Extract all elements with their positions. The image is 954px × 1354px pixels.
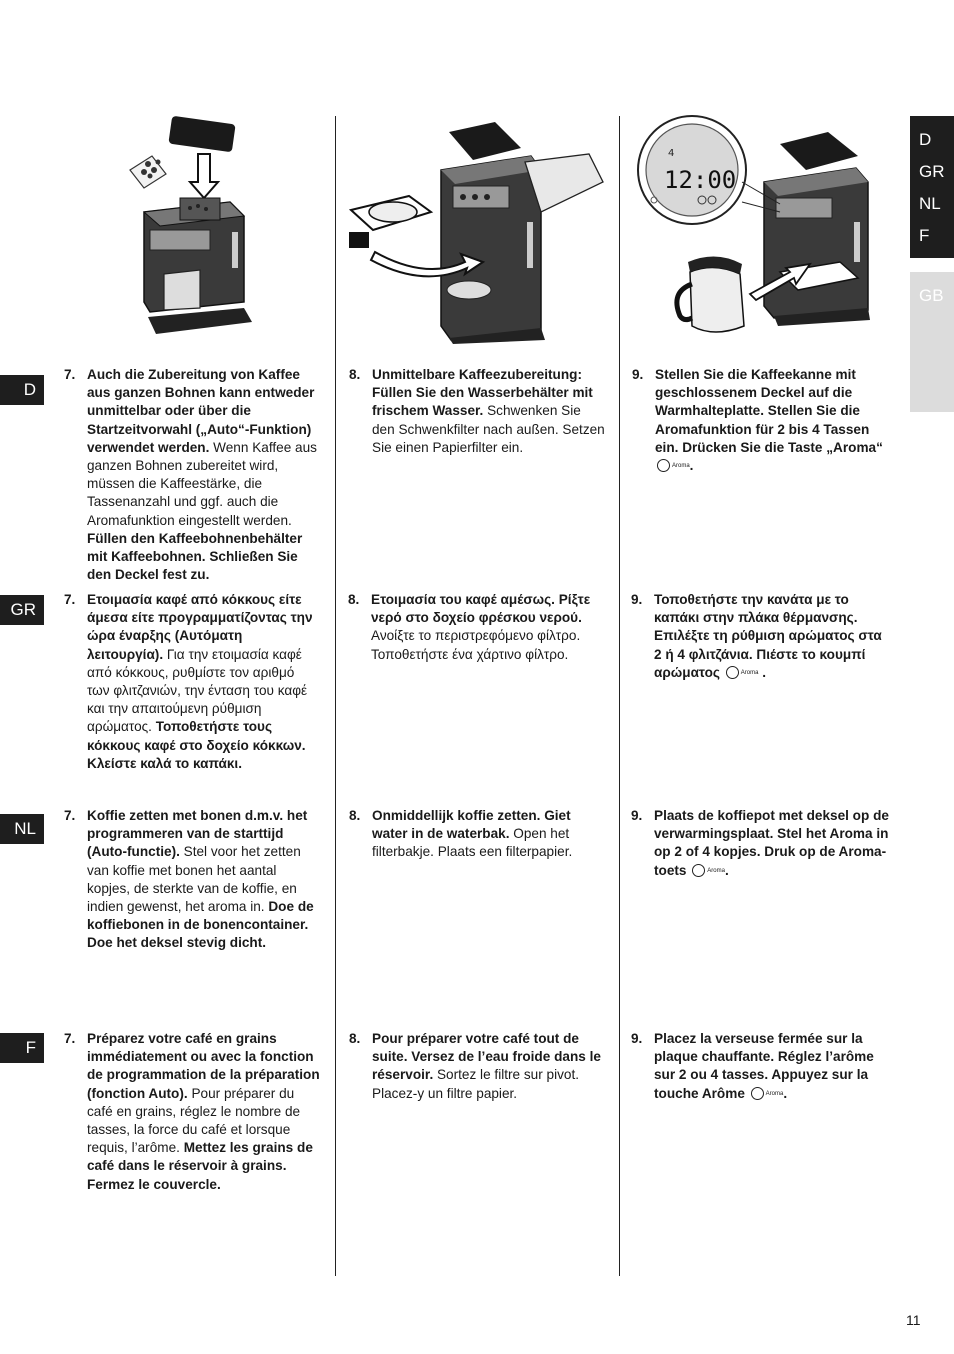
bold-text: Auch die Zubereitung von Kaffee aus ganz… [87, 367, 315, 455]
bold-text: Τοποθετήστε την κανάτα με το καπάκι στην… [654, 592, 882, 680]
regular-text: Open het filterbakje. Plaats een filterp… [372, 826, 573, 860]
bold-text: Füllen den Kaffeebohnenbehälter mit Kaff… [87, 530, 303, 583]
step-text: Koffie zetten met bonen d.m.v. het progr… [87, 807, 322, 953]
regular-text: Sortez le filtre sur pivot. Placez-y un … [372, 1067, 580, 1101]
step-text: Ετοιμασία του καφέ αμέσως. Ρίξτε νερό στ… [371, 591, 600, 664]
step-text: Unmittelbare Kaffeezubereitung: Füllen S… [372, 366, 605, 457]
column-divider-1 [335, 116, 336, 1276]
side-language-tabs: D GR NL F [910, 116, 954, 258]
lang-tab-gr[interactable]: GR [0, 595, 44, 625]
lang-tab-f[interactable]: F [0, 1033, 44, 1063]
column-divider-2 [619, 116, 620, 1276]
illustration-carafe-display: 4 12:00 [630, 112, 890, 344]
aroma-label: Aroma [740, 669, 759, 676]
bold-text: Stellen Sie die Kaffeekanne mit geschlos… [655, 367, 883, 455]
display-and-carafe-icon: 4 12:00 [637, 115, 870, 333]
step-number: 7. [64, 1031, 76, 1046]
step-number: 8. [349, 808, 361, 823]
step-text: Plaats de koffiepot met deksel op de ver… [654, 807, 893, 880]
step-number: 8. [349, 367, 361, 382]
step-text: Placez la verseuse fermée sur la plaque … [654, 1030, 893, 1103]
lcd-time: 12:00 [664, 166, 736, 194]
step-text: Stellen Sie die Kaffeekanne mit geschlos… [655, 366, 894, 475]
bold-text: Ετοιμασία καφέ από κόκκους είτε άμεσα εί… [87, 592, 313, 662]
aroma-label: Aroma [672, 463, 690, 470]
aroma-button-icon: Aroma [749, 1086, 784, 1101]
aroma-button-icon: Aroma [690, 863, 725, 878]
aroma-button-icon: Aroma [655, 458, 690, 473]
bold-text: Onmiddellijk koffie zetten. Giet water i… [372, 808, 571, 842]
step-number: 7. [64, 808, 76, 823]
bold-text: Unmittelbare Kaffeezubereitung: Füllen S… [372, 367, 593, 419]
illustration-water-tank [345, 112, 610, 344]
coffee-maker-beans-icon [129, 116, 252, 334]
side-tab-f[interactable]: F [919, 226, 930, 245]
step-number: 8. [349, 1031, 361, 1046]
bold-text: Τοποθετήστε τους κόκκους καφέ στο δοχείο… [87, 719, 306, 771]
bold-text: Koffie zetten met bonen d.m.v. het progr… [87, 808, 308, 860]
side-tab-gr[interactable]: GR [919, 162, 945, 181]
step-number: 9. [631, 1031, 643, 1046]
step-text: Auch die Zubereitung von Kaffee aus ganz… [87, 366, 320, 584]
side-tab-nl[interactable]: NL [919, 194, 941, 213]
bold-text: . [758, 664, 766, 680]
aroma-label: Aroma [707, 867, 725, 874]
bold-text: Plaats de koffiepot met deksel op de ver… [654, 808, 889, 878]
bold-text: . [724, 862, 729, 878]
bold-text: . [689, 458, 694, 474]
bold-text: . [783, 1085, 788, 1101]
regular-text: Wenn Kaffee aus ganzen Bohnen zubereitet… [87, 439, 317, 528]
step-text: Préparez votre café en grains immédiatem… [87, 1030, 320, 1194]
side-tab-gb[interactable]: GB [919, 286, 944, 305]
step-text: Τοποθετήστε την κανάτα με το καπάκι στην… [654, 591, 893, 682]
step-text: Ετοιμασία καφέ από κόκκους είτε άμεσα εί… [87, 591, 314, 773]
bold-text: Doe de koffiebonen in de bonencontainer.… [87, 899, 314, 951]
regular-text: Για την ετοιμασία καφέ από κόκκους, ρυθμ… [87, 646, 308, 735]
side-tab-d[interactable]: D [919, 130, 932, 149]
aroma-label: Aroma [765, 1090, 784, 1097]
bold-text: Ετοιμασία του καφέ αμέσως. Ρίξτε νερό στ… [371, 592, 591, 626]
page-number: 11 [906, 1312, 921, 1328]
regular-text: Pour préparer du café en grains, réglez … [87, 1085, 301, 1156]
aroma-button-icon: Aroma [724, 665, 759, 680]
step-number: 9. [632, 367, 644, 382]
bold-text: Placez la verseuse fermée sur la plaque … [654, 1031, 874, 1101]
lang-tab-d[interactable]: D [0, 375, 44, 405]
bold-text: Pour préparer votre café tout de suite. … [372, 1031, 601, 1083]
regular-text: Schwenken Sie den Schwenkfilter nach auß… [372, 403, 605, 455]
step-number: 7. [64, 367, 76, 382]
side-tab-gb-block: GB [910, 272, 954, 412]
step-number: 9. [631, 592, 643, 607]
coffee-maker-filter-icon [348, 122, 604, 344]
illustration-fill-beans [120, 112, 270, 344]
step-text: Pour préparer votre café tout de suite. … [372, 1030, 605, 1103]
step-number: 7. [64, 592, 76, 607]
step-number: 8. [348, 592, 360, 607]
step-text: Onmiddellijk koffie zetten. Giet water i… [372, 807, 605, 862]
regular-text: Stel voor het zetten van koffie met bone… [87, 844, 301, 915]
bold-text: Mettez les grains de café dans le réserv… [87, 1140, 313, 1192]
lang-tab-nl[interactable]: NL [0, 814, 44, 844]
lcd-digit: 4 [668, 148, 674, 159]
bold-text: Préparez votre café en grains immédiatem… [87, 1031, 320, 1101]
regular-text: Ανοίξτε το περιστρεφόμενο φίλτρο. Τοποθε… [371, 628, 581, 662]
step-number: 9. [631, 808, 643, 823]
